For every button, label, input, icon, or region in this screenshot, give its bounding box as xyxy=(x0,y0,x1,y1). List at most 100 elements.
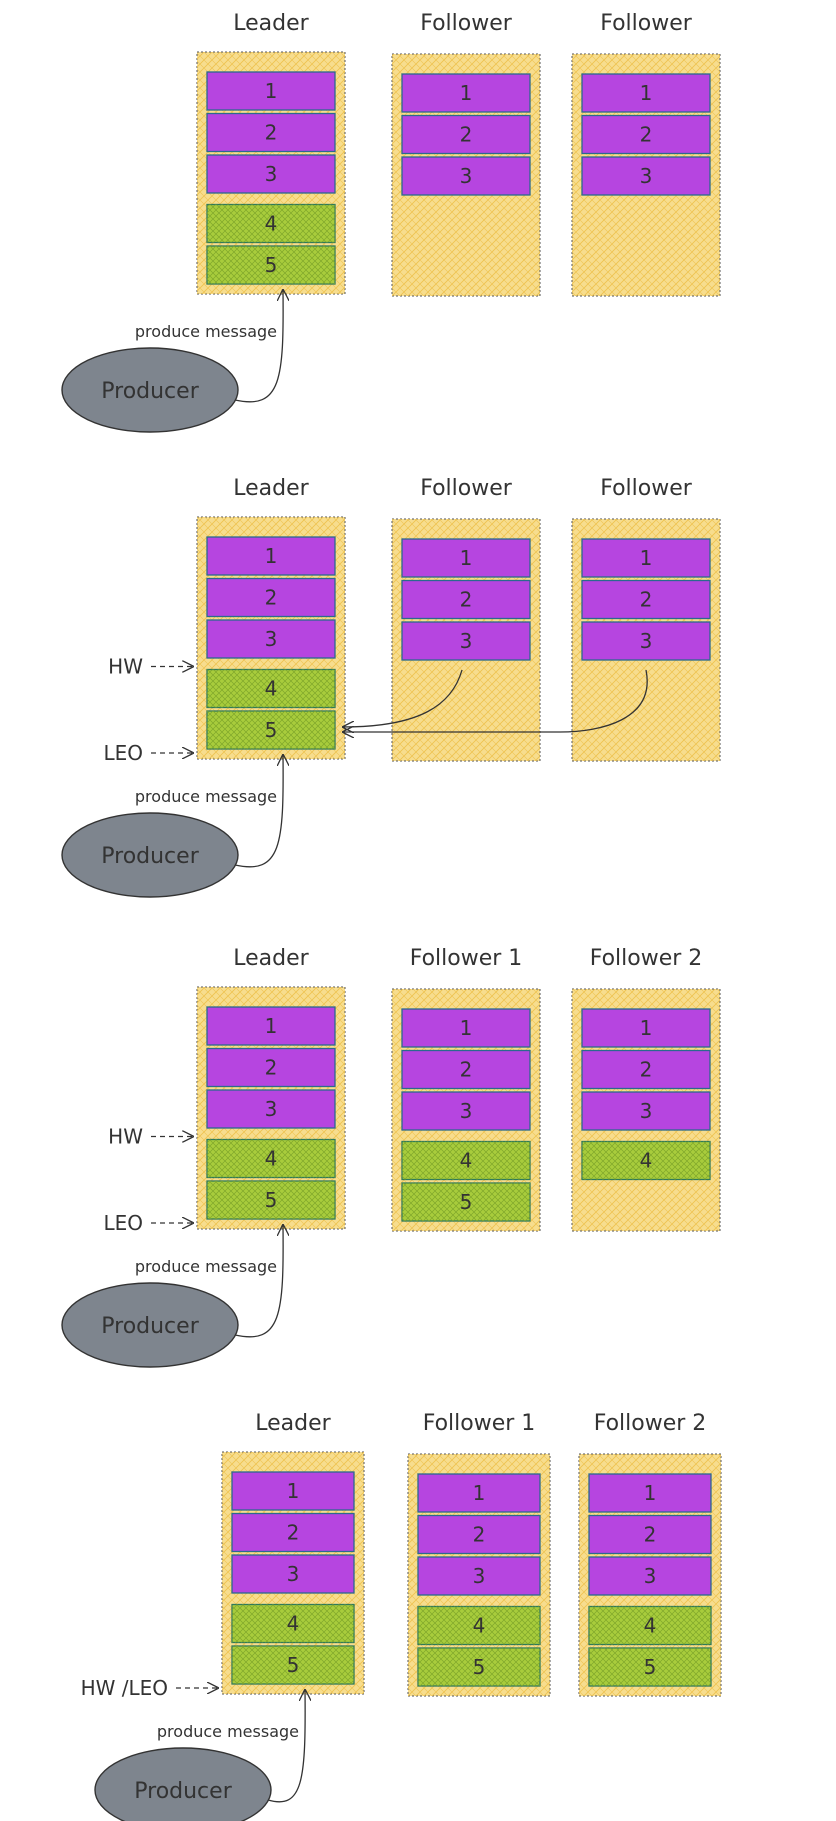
message-4: 4 xyxy=(206,203,336,244)
message-2: 2 xyxy=(231,1512,355,1553)
message-number: 5 xyxy=(265,718,278,742)
message-1: 1 xyxy=(581,538,711,578)
message-number: 4 xyxy=(644,1614,657,1638)
message-3: 3 xyxy=(581,156,711,196)
message-2: 2 xyxy=(588,1514,712,1555)
follower-log: 1 2 3 xyxy=(571,518,721,762)
replica-header: Leader xyxy=(233,476,309,501)
message-1: 1 xyxy=(231,1471,355,1511)
committed-message-block xyxy=(401,114,531,155)
message-2: 2 xyxy=(401,579,531,620)
message-4: 4 xyxy=(588,1605,712,1646)
committed-message-block xyxy=(401,579,531,620)
message-1: 1 xyxy=(206,1006,336,1046)
replica-header: Follower xyxy=(600,476,693,501)
message-number: 3 xyxy=(460,1099,473,1123)
message-number: 3 xyxy=(640,1099,653,1123)
producer: Producer xyxy=(61,347,239,433)
message-3: 3 xyxy=(206,154,336,194)
producer: Producer xyxy=(61,812,239,898)
message-1: 1 xyxy=(581,73,711,113)
message-5: 5 xyxy=(206,710,336,750)
committed-message-block xyxy=(206,1089,336,1129)
replica-header: Follower 1 xyxy=(410,946,523,971)
committed-message-block xyxy=(206,154,336,194)
message-number: 1 xyxy=(460,546,473,570)
uncommitted-hatch xyxy=(207,711,335,749)
producer-label: Producer xyxy=(134,1779,232,1804)
message-number: 2 xyxy=(640,123,653,147)
message-number: 1 xyxy=(287,1479,300,1503)
uncommitted-hatch xyxy=(402,1183,530,1221)
uncommitted-hatch xyxy=(207,204,335,243)
producer-label: Producer xyxy=(101,844,199,869)
message-number: 4 xyxy=(287,1612,300,1636)
committed-message-block xyxy=(401,621,531,661)
message-1: 1 xyxy=(581,1008,711,1048)
message-number: 1 xyxy=(265,1014,278,1038)
message-number: 2 xyxy=(644,1523,657,1547)
fetch-arrow-follower-1 xyxy=(343,669,463,727)
message-number: 2 xyxy=(640,1058,653,1082)
message-number: 3 xyxy=(644,1564,657,1588)
message-2: 2 xyxy=(401,1049,531,1090)
uncommitted-hatch xyxy=(207,669,335,708)
produce-message-label: produce message xyxy=(135,1257,277,1276)
uncommitted-hatch xyxy=(418,1648,540,1686)
uncommitted-hatch xyxy=(402,1141,530,1180)
follower-fetch-arrows xyxy=(343,669,648,732)
leader-log: 1 2 3 4 5 xyxy=(221,1451,365,1695)
message-number: 1 xyxy=(460,81,473,105)
message-number: 3 xyxy=(460,629,473,653)
message-number: 3 xyxy=(287,1562,300,1586)
uncommitted-hatch xyxy=(207,246,335,284)
replica-header: Leader xyxy=(233,11,309,36)
uncommitted-hatch xyxy=(232,1604,354,1643)
committed-message-block xyxy=(206,619,336,659)
replica-header: Follower 2 xyxy=(594,1411,707,1436)
message-3: 3 xyxy=(581,621,711,661)
message-number: 2 xyxy=(287,1521,300,1545)
message-3: 3 xyxy=(401,156,531,196)
replica-header: Follower xyxy=(420,476,513,501)
message-2: 2 xyxy=(401,114,531,155)
message-number: 2 xyxy=(640,588,653,612)
committed-message-block xyxy=(581,73,711,113)
message-3: 3 xyxy=(206,1089,336,1129)
message-5: 5 xyxy=(417,1647,541,1687)
offset-marker: LEO xyxy=(103,1211,193,1235)
follower-log: 1 2 3 xyxy=(391,518,541,762)
message-5: 5 xyxy=(231,1645,355,1685)
message-number: 3 xyxy=(460,164,473,188)
replica-header: Follower 2 xyxy=(590,946,703,971)
message-number: 5 xyxy=(644,1655,657,1679)
committed-message-block xyxy=(206,112,336,153)
committed-message-block xyxy=(581,538,711,578)
message-4: 4 xyxy=(231,1603,355,1644)
message-3: 3 xyxy=(231,1554,355,1594)
message-number: 3 xyxy=(640,164,653,188)
offset-marker-label: LEO xyxy=(103,741,143,765)
message-5: 5 xyxy=(206,1180,336,1220)
fetch-arrow-follower-2 xyxy=(343,669,648,732)
message-3: 3 xyxy=(588,1556,712,1596)
uncommitted-hatch xyxy=(589,1648,711,1686)
message-2: 2 xyxy=(206,577,336,618)
offset-marker: HW xyxy=(108,655,193,679)
producer-ellipse xyxy=(61,347,239,433)
produce-arrow xyxy=(234,755,283,868)
message-number: 5 xyxy=(473,1655,486,1679)
message-number: 1 xyxy=(265,544,278,568)
message-number: 4 xyxy=(265,212,278,236)
offset-marker-label: HW xyxy=(108,655,143,679)
message-number: 2 xyxy=(265,121,278,145)
replica-header: Follower xyxy=(420,11,513,36)
committed-message-block xyxy=(206,1047,336,1088)
committed-message-block xyxy=(581,579,711,620)
committed-message-block xyxy=(581,1008,711,1048)
